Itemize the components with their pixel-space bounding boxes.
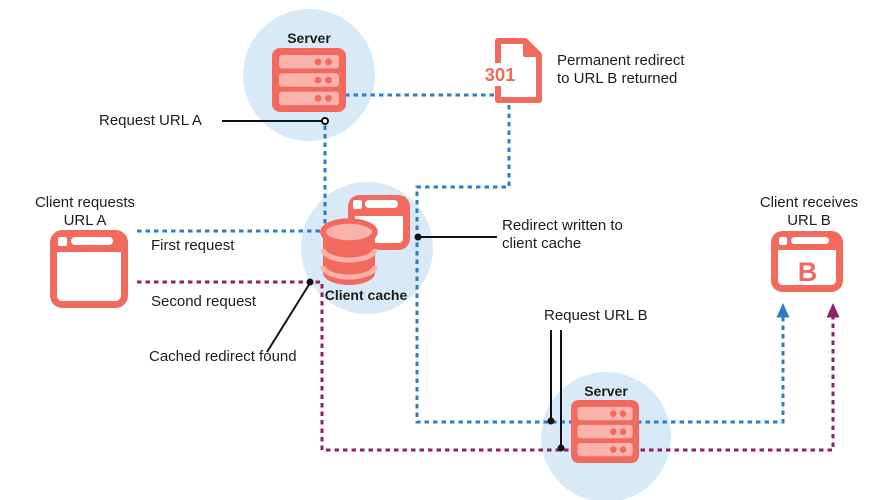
request-url-a-label: Request URL A: [99, 112, 202, 129]
document-badge-box: [488, 63, 512, 86]
url-b-letter: B: [798, 257, 818, 287]
browser-dot: [353, 200, 362, 209]
client-cache-label: Client cache: [324, 287, 408, 303]
database-stripe: [320, 265, 378, 280]
database-stripe: [320, 248, 378, 263]
redirect-written-line1: Redirect written to: [502, 217, 623, 234]
blue-arrowhead-icon: [776, 303, 790, 318]
server-top-label: Server: [287, 30, 331, 46]
client-receives-line1: Client receives: [759, 194, 859, 211]
redirect-written-label: Redirect written to client cache: [502, 217, 623, 253]
client-requests-line2: URL A: [63, 212, 107, 229]
document-fold-corner: [523, 39, 541, 57]
cached-redirect-anchor-dot: [306, 278, 314, 286]
client-receives-line2: URL B: [787, 212, 831, 229]
browser-top-bar-fill: [350, 207, 408, 216]
browser-dot: [779, 237, 787, 245]
permanent-redirect-label: Permanent redirect to URL B returned: [557, 52, 685, 88]
document-301-badge: 301: [485, 64, 516, 85]
server-top-icon: [272, 48, 346, 112]
request-url-b-anchor-dot-2: [557, 444, 565, 452]
browser-top-bar-fill: [52, 242, 126, 252]
client-receives-label: Client receives URL B: [747, 194, 871, 230]
client-cache-icon: [320, 195, 410, 285]
request-url-b-label: Request URL B: [544, 307, 648, 324]
purple-arrowhead-icon: [826, 303, 840, 318]
redirect-written-line2: client cache: [502, 235, 582, 252]
client-request-browser-icon: [50, 230, 128, 308]
callout-pointers: [222, 117, 565, 452]
browser-top-bar-fill: [773, 240, 841, 250]
server-bottom-icon: [571, 400, 640, 464]
redirect-return-flow-line: [415, 105, 785, 424]
client-receive-browser-icon: B: [771, 231, 843, 292]
permanent-redirect-line2: to URL B returned: [557, 70, 678, 87]
client-requests-label: Client requests URL A: [20, 194, 150, 230]
redirect-written-anchor-dot: [414, 233, 422, 241]
browser-address-bar: [365, 200, 398, 208]
browser-address-bar: [791, 237, 829, 244]
cached-redirect-label: Cached redirect found: [149, 348, 297, 365]
second-request-label: Second request: [151, 293, 257, 310]
browser-dot: [58, 237, 67, 246]
cache-database-icon: [320, 218, 378, 285]
request-url-a-anchor-ring: [321, 117, 329, 125]
first-request-flow-line: [137, 124, 327, 233]
permanent-redirect-line1: Permanent redirect: [557, 52, 685, 69]
first-request-label: First request: [151, 237, 235, 254]
second-request-flow-line: [137, 280, 835, 452]
request-url-b-anchor-dot-1: [547, 417, 555, 425]
database-top: [320, 218, 378, 246]
server-bottom-label: Server: [584, 383, 628, 399]
browser-address-bar: [71, 237, 113, 245]
flow-lines: [137, 93, 840, 452]
redirect-301-document-icon: 301: [485, 38, 542, 103]
cached-redirect-pointer-line: [266, 282, 311, 353]
client-requests-line1: Client requests: [34, 194, 136, 211]
